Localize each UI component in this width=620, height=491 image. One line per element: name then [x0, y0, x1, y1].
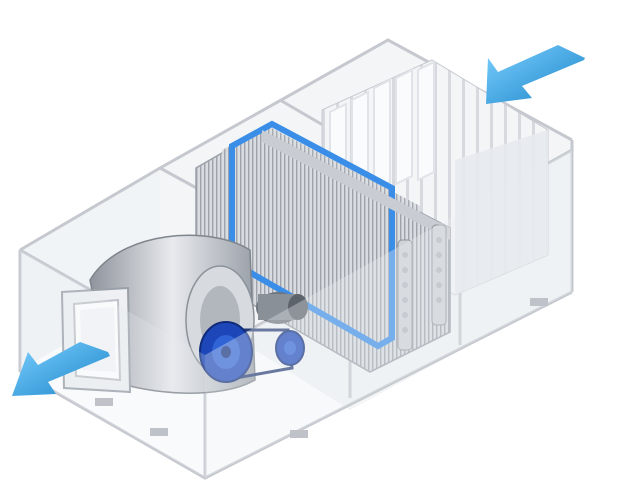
coil-bank — [195, 120, 451, 373]
motor — [256, 292, 308, 324]
casing-front — [20, 150, 572, 478]
unit-feet — [95, 298, 548, 438]
air-inlet-arrow — [486, 45, 585, 104]
belt-drive — [199, 321, 305, 383]
coil-headers — [397, 224, 447, 351]
air-outlet-arrow — [12, 342, 110, 396]
